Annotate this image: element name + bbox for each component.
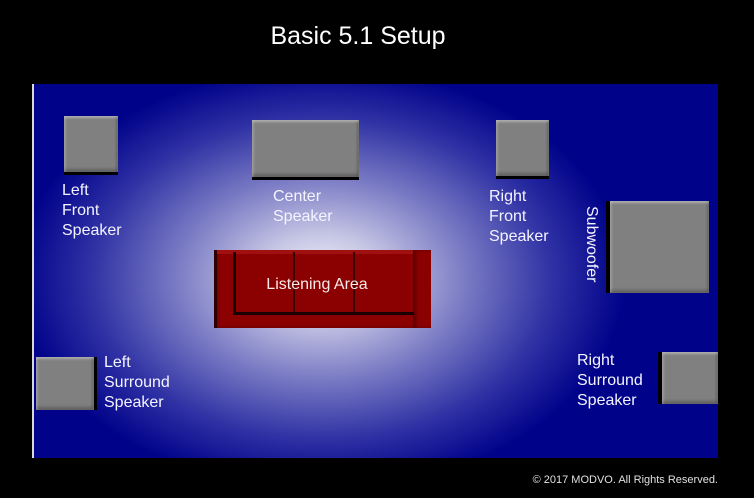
left-front-speaker-label: Left Front Speaker bbox=[62, 182, 122, 239]
center-speaker-label: Center Speaker bbox=[273, 188, 333, 225]
left-surround-speaker-label: Left Surround Speaker bbox=[104, 354, 170, 411]
listening-area-label: Listening Area bbox=[266, 276, 368, 293]
subwoofer bbox=[606, 201, 709, 293]
room-wall-edge bbox=[32, 84, 34, 458]
right-surround-speaker-label: Right Surround Speaker bbox=[577, 352, 643, 409]
center-speaker bbox=[252, 120, 359, 180]
listening-area-couch: Listening Area bbox=[214, 250, 431, 328]
couch-seat bbox=[233, 252, 414, 315]
right-front-speaker bbox=[496, 120, 549, 179]
couch-back bbox=[217, 250, 431, 254]
right-front-speaker-label: Right Front Speaker bbox=[489, 188, 549, 245]
right-surround-speaker bbox=[658, 352, 718, 404]
left-front-speaker bbox=[64, 116, 118, 175]
subwoofer-label: Subwoofer bbox=[583, 206, 600, 283]
left-surround-speaker bbox=[36, 357, 97, 410]
diagram-title: Basic 5.1 Setup bbox=[270, 22, 446, 50]
couch-right-arm bbox=[413, 250, 431, 328]
copyright-footer: © 2017 MODVO. All Rights Reserved. bbox=[532, 474, 718, 486]
cushion-divider bbox=[353, 252, 355, 312]
cushion-divider bbox=[293, 252, 295, 312]
